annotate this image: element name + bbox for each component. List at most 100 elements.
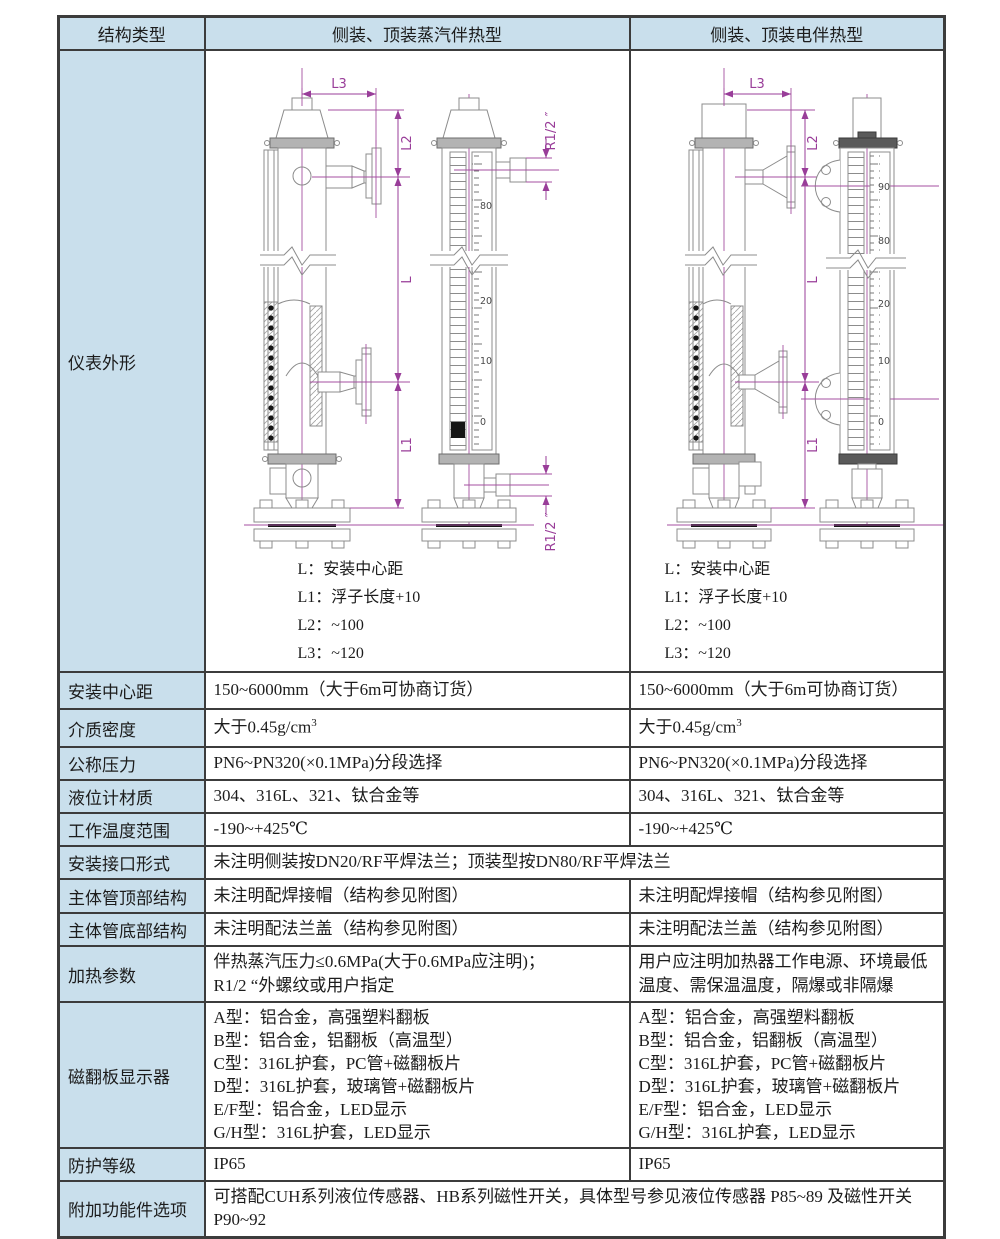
header-electric-type: 侧装、顶装电伴热型 — [628, 15, 946, 51]
label-top-structure: 主体管顶部结构 — [57, 878, 206, 914]
value-heating-steam: 伴热蒸汽压力≤0.6MPa(大于0.6MPa应注明)； R1/2 “外螺纹或用户… — [203, 945, 631, 1003]
steam-type-drawing: L3 L2 L L1 — [243, 68, 559, 551]
density-sup: 3 — [311, 717, 317, 730]
electric-type-drawing: L3 L2 L L1 — [666, 68, 943, 549]
value-display-electric: A型：铝合金，高强塑料翻板 B型：铝合金，铝翻板（高温型） C型：316L护套，… — [628, 1001, 946, 1149]
value-density-steam: 大于0.45g/cm3 — [203, 708, 631, 748]
label-pressure: 公称压力 — [57, 746, 206, 781]
label-density: 介质密度 — [57, 708, 206, 748]
value-interface: 未注明侧装按DN20/RF平焊法兰；顶装型按DN80/RF平焊法兰 — [203, 845, 946, 880]
display-option-a: A型：铝合金，高强塑料翻板 — [638, 1008, 855, 1027]
value-material-electric: 304、316L、321、钛合金等 — [628, 779, 946, 814]
legend-line-l: L：安装中心距 — [664, 561, 771, 578]
dimension-legend-electric: L：安装中心距 L1：浮子长度+10 L2：~100 L3：~120 — [665, 556, 936, 668]
heating-steam-line2: R1/2 “外螺纹或用户指定 — [213, 976, 395, 995]
label-heating: 加热参数 — [57, 945, 206, 1003]
display-option-d: D型：316L护套，玻璃管+磁翻板片 — [213, 1077, 476, 1096]
row-bottom-structure: 主体管底部结构 未注明配法兰盖（结构参见附图） 未注明配法兰盖（结构参见附图） — [57, 912, 946, 947]
row-protection: 防护等级 IP65 IP65 — [57, 1147, 946, 1182]
row-material: 液位计材质 304、316L、321、钛合金等 304、316L、321、钛合金… — [57, 779, 946, 814]
steam-front-view: L3 L2 L L1 — [243, 68, 415, 549]
row-interface: 安装接口形式 未注明侧装按DN20/RF平焊法兰；顶装型按DN80/RF平焊法兰 — [57, 845, 946, 880]
dim-label-l1: L1 — [400, 437, 415, 453]
row-temperature: 工作温度范围 -190~+425℃ -190~+425℃ — [57, 812, 946, 847]
steam-drawing-cell: L3 L2 L L1 — [203, 49, 631, 673]
scale-80: 80 — [480, 201, 492, 212]
dim-label-r12-bottom: R1/2 ″ — [544, 512, 559, 551]
scale-10: 10 — [480, 356, 492, 367]
legend-line-l2: L2：~100 — [297, 617, 364, 634]
scale-20: 20 — [878, 299, 890, 310]
label-protection: 防护等级 — [57, 1147, 206, 1182]
display-option-c: C型：316L护套，PC管+磁翻板片 — [213, 1054, 462, 1073]
value-pressure-electric: PN6~PN320(×0.1MPa)分段选择 — [628, 746, 946, 781]
legend-line-l3: L3：~120 — [664, 645, 731, 662]
legend-line-l1: L1：浮子长度+10 — [664, 589, 788, 606]
density-sup: 3 — [736, 717, 742, 730]
dim-label-l3: L3 — [331, 77, 347, 92]
value-bottom-structure-steam: 未注明配法兰盖（结构参见附图） — [203, 912, 631, 947]
value-protection-electric: IP65 — [628, 1147, 946, 1182]
scale-10: 10 — [878, 356, 890, 367]
electric-heater-beads — [692, 305, 699, 441]
row-accessories: 附加功能件选项 可搭配CUH系列液位传感器、HB系列磁性开关，具体型号参见液位传… — [57, 1180, 946, 1238]
row-top-structure: 主体管顶部结构 未注明配焊接帽（结构参见附图） 未注明配焊接帽（结构参见附图） — [57, 878, 946, 914]
legend-line-l2: L2：~100 — [664, 617, 731, 634]
dim-label-l: L — [400, 276, 415, 284]
dim-label-l3: L3 — [749, 77, 765, 92]
row-appearance: 仪表外形 — [57, 49, 946, 673]
heating-electric-text: 用户应注明加热器工作电源、环境最低温度、需保温温度，隔爆或非隔爆 — [638, 952, 928, 995]
value-density-electric: 大于0.45g/cm3 — [628, 708, 946, 748]
value-material-steam: 304、316L、321、钛合金等 — [203, 779, 631, 814]
label-center-distance: 安装中心距 — [57, 671, 206, 710]
dim-label-l2: L2 — [400, 135, 415, 151]
dim-label-r12-top: R1/2 ″ — [544, 111, 559, 150]
display-option-ef: E/F型：铝合金，LED显示 — [638, 1100, 833, 1119]
value-heating-electric: 用户应注明加热器工作电源、环境最低温度、需保温温度，隔爆或非隔爆 — [628, 945, 946, 1003]
row-display: 磁翻板显示器 A型：铝合金，高强塑料翻板 B型：铝合金，铝翻板（高温型） C型：… — [57, 1001, 946, 1149]
float-indicator — [450, 422, 465, 438]
steam-side-view: 80 20 10 0 R1/2 ″ — [413, 94, 559, 551]
value-pressure-steam: PN6~PN320(×0.1MPa)分段选择 — [203, 746, 631, 781]
legend-line-l3: L3：~120 — [297, 645, 364, 662]
scale-0: 0 — [480, 417, 486, 428]
row-heating: 加热参数 伴热蒸汽压力≤0.6MPa(大于0.6MPa应注明)； R1/2 “外… — [57, 945, 946, 1003]
label-bottom-structure: 主体管底部结构 — [57, 912, 206, 947]
header-steam-type: 侧装、顶装蒸汽伴热型 — [203, 15, 631, 51]
legend-line-l: L：安装中心距 — [297, 561, 404, 578]
label-appearance: 仪表外形 — [57, 49, 206, 673]
heating-steam-line1: 伴热蒸汽压力≤0.6MPa(大于0.6MPa应注明)； — [213, 952, 545, 971]
density-base: 大于0.45g/cm — [638, 718, 737, 738]
label-display: 磁翻板显示器 — [57, 1001, 206, 1149]
value-center-distance-steam: 150~6000mm（大于6m可协商订货） — [203, 671, 631, 710]
row-pressure: 公称压力 PN6~PN320(×0.1MPa)分段选择 PN6~PN320(×0… — [57, 746, 946, 781]
scale-20: 20 — [480, 296, 492, 307]
display-option-ef: E/F型：铝合金，LED显示 — [213, 1100, 408, 1119]
header-row: 结构类型 侧装、顶装蒸汽伴热型 侧装、顶装电伴热型 — [57, 15, 946, 51]
spec-table: 结构类型 侧装、顶装蒸汽伴热型 侧装、顶装电伴热型 仪表外形 — [57, 15, 946, 1239]
display-option-c: C型：316L护套，PC管+磁翻板片 — [638, 1054, 887, 1073]
label-accessories: 附加功能件选项 — [57, 1180, 206, 1238]
electric-side-view: 90 80 20 10 0 — [788, 94, 943, 549]
scale-80: 80 — [878, 236, 890, 247]
dim-label-l: L — [806, 276, 821, 284]
junction-box — [738, 461, 761, 487]
display-option-gh: G/H型：316L护套，LED显示 — [638, 1123, 856, 1142]
header-structure-type: 结构类型 — [57, 15, 206, 51]
scale-90: 90 — [878, 182, 890, 193]
value-protection-steam: IP65 — [203, 1147, 631, 1182]
scale-0: 0 — [878, 417, 884, 428]
dim-label-l1: L1 — [806, 437, 821, 453]
row-density: 介质密度 大于0.45g/cm3 大于0.45g/cm3 — [57, 708, 946, 748]
electric-front-view: L3 L2 L L1 — [666, 68, 821, 549]
flipper-column — [847, 151, 864, 451]
value-top-structure-electric: 未注明配焊接帽（结构参见附图） — [628, 878, 946, 914]
steam-coil-beads — [267, 305, 274, 441]
label-temperature: 工作温度范围 — [57, 812, 206, 847]
value-temperature-steam: -190~+425℃ — [203, 812, 631, 847]
display-option-d: D型：316L护套，玻璃管+磁翻板片 — [638, 1077, 901, 1096]
value-display-steam: A型：铝合金，高强塑料翻板 B型：铝合金，铝翻板（高温型） C型：316L护套，… — [203, 1001, 631, 1149]
display-option-b: B型：铝合金，铝翻板（高温型） — [213, 1031, 463, 1050]
display-option-b: B型：铝合金，铝翻板（高温型） — [638, 1031, 888, 1050]
